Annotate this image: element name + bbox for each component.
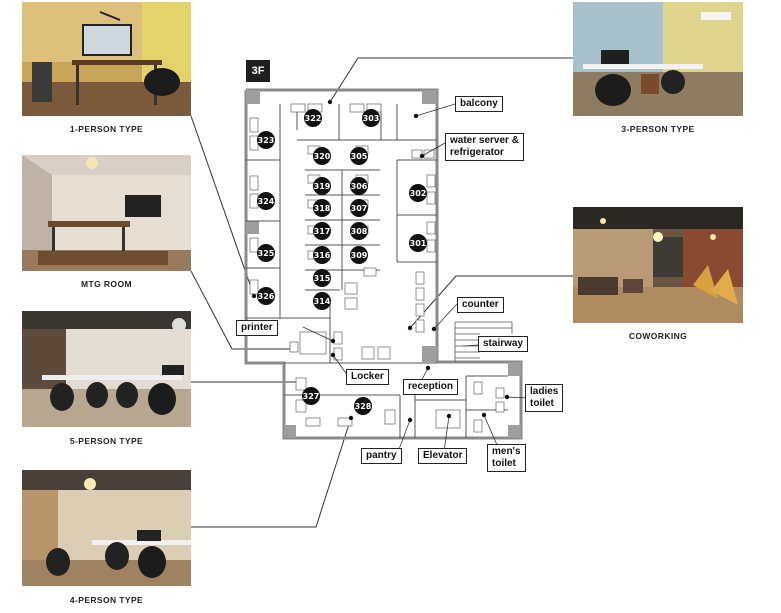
stairway-steps — [454, 321, 513, 362]
room-325: 325 — [257, 244, 275, 262]
svg-text:306: 306 — [351, 182, 368, 191]
svg-text:302: 302 — [410, 189, 427, 198]
room-309: 309 — [350, 246, 368, 264]
photo-five-person — [22, 311, 191, 427]
partitions — [246, 104, 508, 438]
svg-text:324: 324 — [258, 197, 275, 206]
svg-text:322: 322 — [305, 114, 322, 123]
label-elevator: Elevator — [418, 448, 468, 464]
svg-text:317: 317 — [314, 227, 331, 236]
label-counter: counter — [457, 297, 504, 313]
label-locker: Locker — [346, 369, 389, 385]
photo-coworking — [573, 207, 743, 323]
caption-four-person: 4-PERSON TYPE — [69, 595, 144, 605]
photo-three-person — [573, 2, 743, 116]
caption-one-person: 1-PERSON TYPE — [69, 124, 144, 134]
room-317: 317 — [313, 222, 331, 240]
room-324: 324 — [257, 192, 275, 210]
leader-three-person — [329, 57, 573, 103]
room-326: 326 — [257, 287, 275, 305]
label-water-server: water server & refrigerator — [445, 133, 524, 161]
room-323: 323 — [257, 131, 275, 149]
label-mens-toilet: men's toilet — [487, 444, 526, 472]
room-316: 316 — [313, 246, 331, 264]
svg-text:327: 327 — [303, 392, 320, 401]
caption-three-person: 3-PERSON TYPE — [621, 124, 695, 134]
room-306: 306 — [350, 177, 368, 195]
caption-five-person: 5-PERSON TYPE — [69, 436, 144, 446]
svg-text:315: 315 — [314, 274, 331, 283]
svg-text:309: 309 — [351, 251, 368, 260]
caption-mtg-room: MTG ROOM — [81, 279, 132, 289]
svg-text:325: 325 — [258, 249, 275, 258]
label-pointers — [302, 103, 530, 453]
pillars — [246, 90, 521, 438]
floor-tag: 3F — [246, 60, 270, 82]
label-balcony: balcony — [455, 96, 503, 112]
room-305: 305 — [350, 147, 368, 165]
label-pantry: pantry — [361, 448, 402, 464]
svg-text:303: 303 — [363, 114, 380, 123]
leader-four-person — [191, 417, 352, 528]
svg-text:323: 323 — [258, 136, 275, 145]
svg-text:318: 318 — [314, 204, 331, 213]
room-319: 319 — [313, 177, 331, 195]
svg-text:308: 308 — [351, 227, 368, 236]
room-327: 327 — [302, 387, 320, 405]
room-314: 314 — [313, 292, 331, 310]
room-318: 318 — [313, 199, 331, 217]
room-315: 315 — [313, 269, 331, 287]
room-328: 328 — [354, 397, 372, 415]
svg-text:320: 320 — [314, 152, 331, 161]
label-reception: reception — [403, 379, 459, 395]
svg-text:314: 314 — [314, 297, 331, 306]
label-ladies-toilet: ladies toilet — [525, 384, 564, 412]
room-322: 322 — [304, 109, 322, 127]
svg-text:316: 316 — [314, 251, 331, 260]
room-302: 302 — [409, 184, 427, 202]
room-303: 303 — [362, 109, 380, 127]
room-307: 307 — [350, 199, 368, 217]
svg-text:326: 326 — [258, 292, 275, 301]
leader-mtg-room — [190, 270, 292, 350]
label-printer: printer — [236, 320, 278, 336]
leader-one-person — [190, 115, 255, 297]
room-badges: 322 303 323 320 305 319 306 302 324 318 … — [257, 109, 427, 415]
leader-coworking — [409, 275, 573, 329]
caption-coworking: COWORKING — [628, 331, 688, 341]
label-dots — [251, 99, 510, 423]
svg-text:301: 301 — [410, 239, 427, 248]
furniture — [249, 103, 505, 433]
photo-one-person — [22, 2, 191, 116]
room-308: 308 — [350, 222, 368, 240]
svg-text:307: 307 — [351, 204, 368, 213]
room-320: 320 — [313, 147, 331, 165]
svg-text:305: 305 — [351, 152, 368, 161]
svg-text:328: 328 — [355, 402, 372, 411]
label-stairway: stairway — [478, 336, 529, 352]
room-301: 301 — [409, 234, 427, 252]
photo-mtg-room — [22, 155, 191, 271]
svg-text:319: 319 — [314, 182, 331, 191]
photo-four-person — [22, 470, 191, 586]
